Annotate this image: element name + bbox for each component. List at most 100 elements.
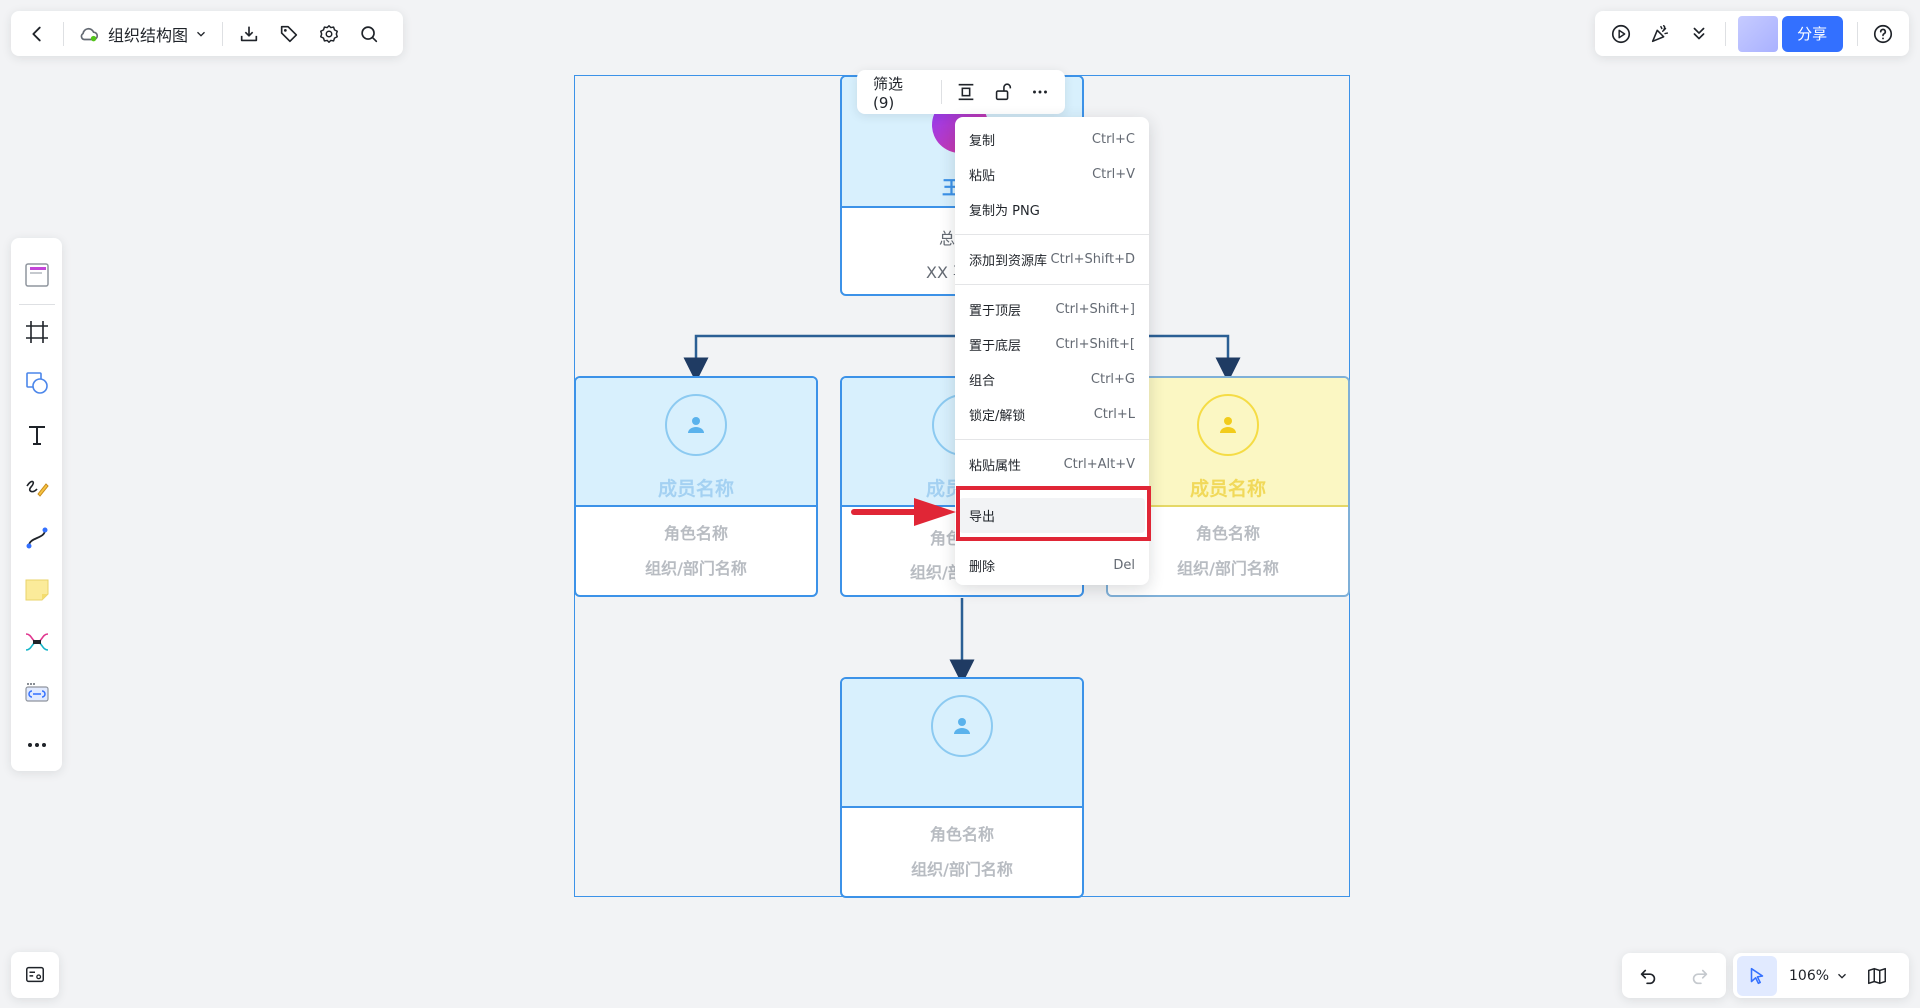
- menu-divider: [955, 234, 1149, 235]
- member-name: 成员: [926, 478, 965, 500]
- doc-title-dropdown[interactable]: 组织结构图: [70, 14, 216, 54]
- map-icon: [1868, 967, 1887, 984]
- download-icon: [240, 26, 258, 41]
- selection-toolbar: 筛选 (9): [857, 70, 1065, 114]
- more-tools-button[interactable]: [15, 723, 59, 766]
- cursor-icon: [1750, 967, 1764, 984]
- user-icon: [688, 417, 704, 433]
- role-name: 角色: [930, 529, 963, 548]
- zoom-level: 106%: [1789, 967, 1830, 984]
- search-button[interactable]: [349, 14, 389, 54]
- member-name: 成员名称: [657, 478, 734, 500]
- more-options-button[interactable]: [1022, 72, 1059, 112]
- back-button[interactable]: [17, 14, 57, 54]
- align-button[interactable]: [948, 72, 985, 112]
- divider: [18, 303, 55, 305]
- view-toolbar: 106%: [1733, 953, 1909, 998]
- frame-icon: [25, 320, 48, 343]
- dept-name: 组织/部门名称: [645, 559, 747, 578]
- unlock-icon: [996, 83, 1012, 101]
- member-avatar: [1197, 394, 1259, 456]
- annotation-arrow: [851, 498, 956, 526]
- divider: [940, 80, 942, 104]
- member-avatar: [931, 695, 993, 757]
- menu-divider: [955, 439, 1149, 440]
- divider: [63, 21, 64, 46]
- map-view-button[interactable]: [1857, 956, 1897, 996]
- settings-button[interactable]: [309, 14, 349, 54]
- help-button[interactable]: [1864, 14, 1903, 54]
- filter-button[interactable]: 筛选 (9): [873, 74, 904, 112]
- dept-name: 组织/部门名称: [1177, 559, 1279, 578]
- org-card-bottom[interactable]: 角色名称 组织/部门名称: [840, 677, 1084, 898]
- template-button[interactable]: [15, 254, 59, 297]
- menu-item-export[interactable]: 导出: [959, 498, 1145, 533]
- undo-button[interactable]: [1628, 956, 1668, 996]
- shapes-icon: [25, 372, 48, 395]
- user-icon: [954, 718, 970, 734]
- user-icon: [1220, 417, 1236, 433]
- connector-icon: [26, 527, 47, 549]
- cloud-icon: [80, 27, 99, 41]
- redo-button[interactable]: [1680, 956, 1720, 996]
- left-toolbar: [11, 238, 62, 771]
- pen-icon: [25, 480, 49, 497]
- celebrate-button[interactable]: [1640, 14, 1679, 54]
- present-button[interactable]: [1601, 14, 1640, 54]
- dept-name: 组织/部: [910, 563, 964, 582]
- sticky-note-button[interactable]: [15, 569, 59, 612]
- party-popper-icon: [1651, 24, 1669, 42]
- mindmap-button[interactable]: [15, 620, 59, 663]
- avatar[interactable]: [1738, 15, 1778, 52]
- link-card-button[interactable]: [15, 672, 59, 715]
- tag-button[interactable]: [269, 14, 309, 54]
- shape-tool-button[interactable]: [15, 362, 59, 405]
- text-icon: [28, 426, 45, 446]
- tag-icon: [280, 25, 298, 42]
- zoom-dropdown[interactable]: 106%: [1789, 968, 1849, 984]
- menu-divider: [955, 284, 1149, 285]
- select-tool-button[interactable]: [1737, 955, 1777, 996]
- connector-tool-button[interactable]: [15, 517, 59, 560]
- template-icon: [24, 263, 49, 288]
- search-icon: [361, 25, 378, 42]
- dept-name: 组织/部门名称: [911, 860, 1013, 879]
- history-toolbar: [1622, 953, 1726, 998]
- annotation-highlight-box: [956, 486, 1151, 541]
- mindmap-icon: [25, 632, 48, 651]
- text-tool-button[interactable]: [15, 414, 59, 457]
- pen-tool-button[interactable]: [15, 465, 59, 508]
- org-card-left[interactable]: 成员名称 角色名称 组织/部门名称: [574, 376, 818, 597]
- top-right-toolbar: 分享: [1595, 11, 1909, 56]
- collapse-button[interactable]: [1680, 14, 1719, 54]
- minimap-toggle[interactable]: [11, 952, 59, 998]
- role-name: 角色名称: [663, 524, 728, 543]
- align-icon: [959, 83, 974, 101]
- lock-button[interactable]: [985, 72, 1022, 112]
- frame-tool-button[interactable]: [15, 311, 59, 354]
- minimap-icon: [26, 966, 44, 983]
- gear-icon: [320, 24, 338, 43]
- undo-icon: [1640, 969, 1656, 984]
- more-horizontal-icon: [1033, 90, 1048, 94]
- help-icon: [1874, 24, 1893, 43]
- link-card-icon: [24, 683, 49, 702]
- member-name: 成员名称: [1189, 478, 1266, 500]
- sticky-note-icon: [25, 579, 48, 601]
- download-button[interactable]: [229, 14, 269, 54]
- menu-item-copy-as-png[interactable]: 复制为 PNG: [969, 204, 1040, 219]
- top-left-toolbar: 组织结构图: [11, 11, 403, 56]
- divider: [1725, 21, 1727, 46]
- role-name: 角色名称: [929, 825, 994, 844]
- share-button[interactable]: 分享: [1781, 15, 1843, 52]
